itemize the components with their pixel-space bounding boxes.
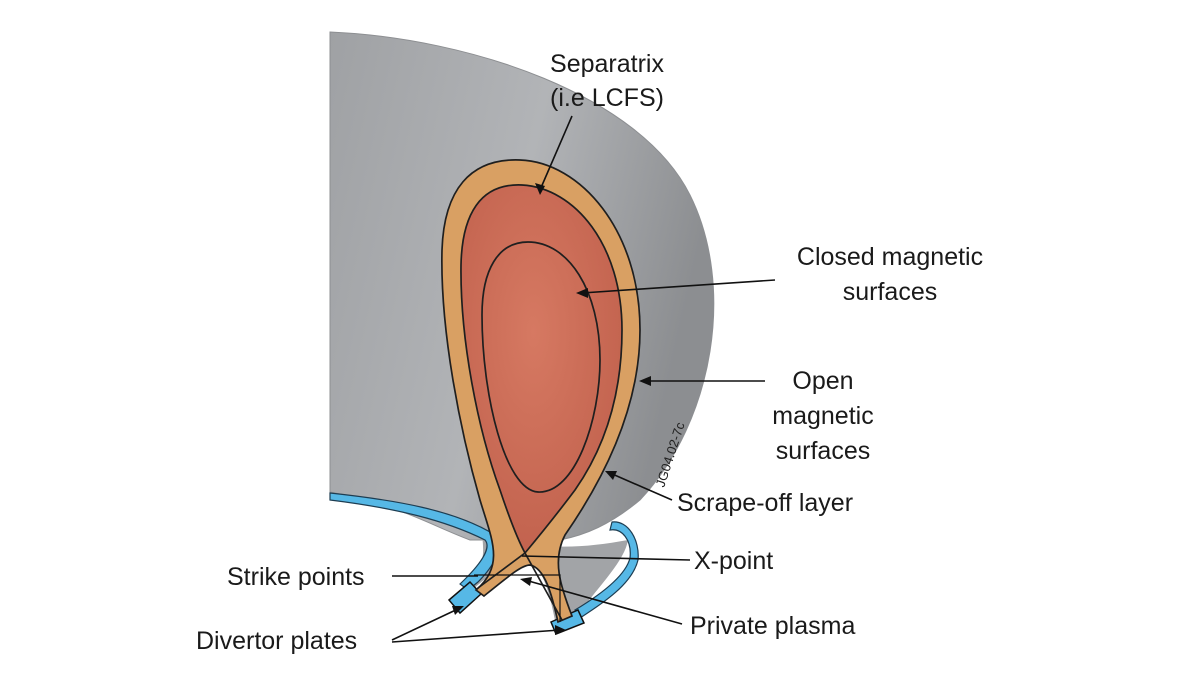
separatrix-legs: [477, 551, 563, 621]
closed-magnetic-surface: [481, 241, 601, 493]
scrape-off-layer-label: Scrape-off layer: [677, 489, 853, 517]
closed-surfaces-label-line1: Closed magnetic: [797, 243, 983, 271]
open-surfaces-label-line3: surfaces: [776, 437, 870, 465]
core-plasma: [460, 184, 622, 553]
open-surfaces-label-line2: magnetic: [772, 402, 873, 430]
open-surfaces-label-line1: Open: [792, 367, 853, 395]
private-plasma-box: [474, 574, 561, 622]
separatrix-label-line2: (i.e LCFS): [550, 84, 664, 112]
private-plasma-label: Private plasma: [690, 612, 855, 640]
closed-surfaces-label-line2: surfaces: [843, 278, 937, 306]
strike-points-label: Strike points: [227, 563, 365, 591]
divertor-plates-label: Divertor plates: [196, 627, 357, 655]
separatrix-label-line1: Separatrix: [550, 50, 664, 78]
x-point-label: X-point: [694, 547, 773, 575]
leader-lines: [391, 115, 776, 643]
